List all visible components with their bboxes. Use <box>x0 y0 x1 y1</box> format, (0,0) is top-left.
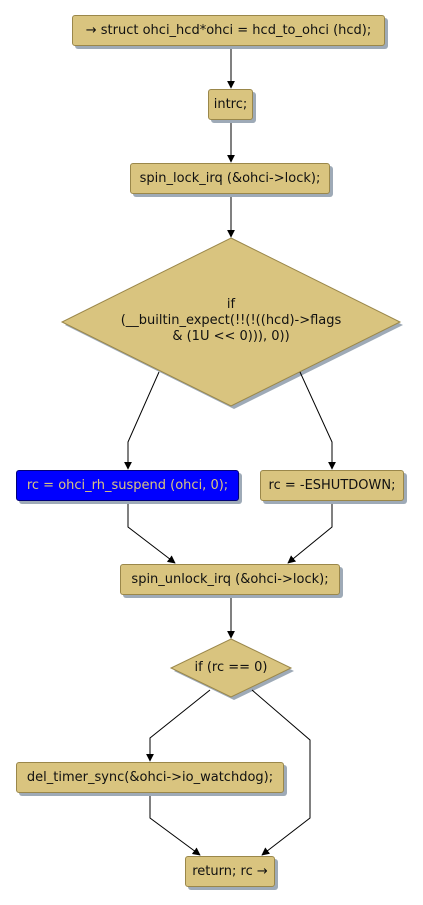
edge-d1-n6 <box>299 371 336 470</box>
node-eshutdown[interactable]: rc = -ESHUTDOWN; <box>260 470 404 501</box>
edge-d2-n10 <box>251 689 311 856</box>
edge-n9-n10 <box>149 793 201 856</box>
decision-shutdown-line3: & (1U << 0))), 0)) <box>172 329 290 344</box>
node-return[interactable]: return; rc → <box>185 856 275 887</box>
decision-shutdown-line1: if <box>226 297 236 312</box>
node-del-timer[interactable]: del_timer_sync(&ohci->io_watchdog); <box>16 762 284 793</box>
decision-rc-check[interactable]: if (rc == 0) <box>171 660 291 676</box>
edge-n6-n7 <box>287 502 333 564</box>
node-spin-unlock[interactable]: spin_unlock_irq (&ohci->lock); <box>120 564 340 595</box>
decision-shape-shutdown-check-fill <box>60 237 402 407</box>
node-spin-lock[interactable]: spin_lock_irq (&ohci->lock); <box>130 163 330 194</box>
node-ohci-assign[interactable]: → struct ohci_hcd*ohci = hcd_to_ohci (hc… <box>72 15 385 46</box>
decision-shutdown-line2: (__builtin_expect(!!(!((hcd)->flags <box>120 313 342 328</box>
decision-shape-rc-check-fill <box>169 638 293 698</box>
edge-d1-n5 <box>124 371 160 470</box>
node-intrc[interactable]: intrc; <box>208 89 253 120</box>
decision-shutdown-check[interactable]: if (__builtin_expect(!!(!((hcd)->flags &… <box>62 297 400 345</box>
node-rh-suspend[interactable]: rc = ohci_rh_suspend (ohci, 0); <box>16 470 239 501</box>
edge-n5-n7 <box>127 502 176 564</box>
decision-rc-line1: if (rc == 0) <box>194 660 268 675</box>
edge-d2-n9 <box>146 689 211 762</box>
